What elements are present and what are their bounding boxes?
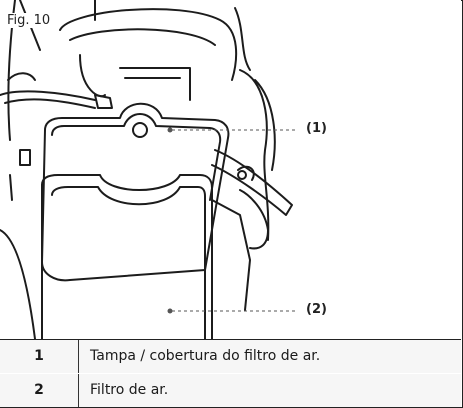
callout-1: (1): [306, 121, 327, 136]
figure-label: Fig. 10: [5, 13, 53, 28]
legend-table: 1 Tampa / cobertura do filtro de ar. 2 F…: [0, 339, 461, 407]
air-filter-drawing: [0, 0, 298, 339]
legend-row-number: 1: [0, 340, 79, 373]
technical-illustration: Fig. 10 (1) (2): [0, 0, 327, 339]
legend-row-description: Tampa / cobertura do filtro de ar.: [90, 348, 321, 364]
row-divider: [0, 373, 461, 374]
legend-row: 2 Filtro de ar.: [0, 374, 461, 407]
callout-2: (2): [306, 302, 327, 317]
legend-row: 1 Tampa / cobertura do filtro de ar.: [0, 340, 461, 373]
legend-row-number: 2: [0, 374, 79, 407]
legend-row-description: Filtro de ar.: [90, 382, 169, 398]
